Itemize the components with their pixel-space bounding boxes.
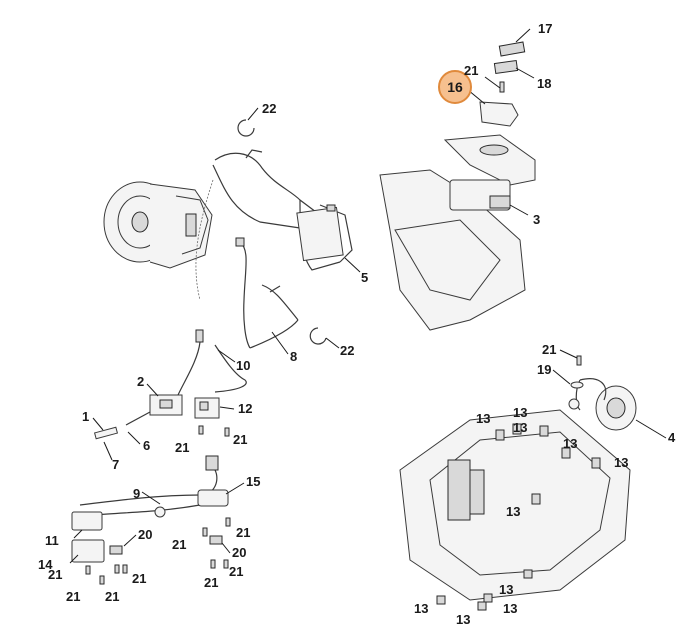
- callout-13-a: 13: [513, 405, 527, 420]
- callout-21-c: 21: [233, 432, 247, 447]
- callout-15: 15: [246, 474, 260, 489]
- callout-labels: 17 18 21 3 22 5 22 8 10 2 1 12 6 21 21 7…: [38, 21, 676, 627]
- callout-13-f: 13: [506, 504, 520, 519]
- callout-21-l: 21: [542, 342, 556, 357]
- callout-13-i: 13: [503, 601, 517, 616]
- leader-lines: [69, 28, 667, 564]
- callout-21-h: 21: [132, 571, 146, 586]
- motor-housing-drawing: [103, 181, 213, 269]
- callout-20-b: 20: [232, 545, 246, 560]
- callout-13-g: 13: [499, 582, 513, 597]
- callout-1: 1: [82, 409, 89, 424]
- wiring-harness-8: [235, 237, 299, 349]
- cover-assembly-top-right: [379, 41, 536, 331]
- callout-12: 12: [238, 401, 252, 416]
- callout-17: 17: [538, 21, 552, 36]
- callout-5: 5: [361, 270, 368, 285]
- callout-22-lower: 22: [340, 343, 354, 358]
- callout-22: 22: [262, 101, 276, 116]
- callout-19: 19: [537, 362, 551, 377]
- wiring-harness-5: [195, 149, 353, 301]
- callout-4: 4: [668, 430, 676, 445]
- callout-3: 3: [533, 212, 540, 227]
- callout-6: 6: [143, 438, 150, 453]
- callout-21-i: 21: [204, 575, 218, 590]
- callout-13-c: 13: [513, 420, 527, 435]
- cable-10-and-switch-2: [93, 329, 247, 440]
- callout-13-h: 13: [414, 601, 428, 616]
- callout-21-d: 21: [236, 525, 250, 540]
- callout-21-f: 21: [229, 564, 243, 579]
- callout-20: 20: [138, 527, 152, 542]
- callout-21-e: 21: [172, 537, 186, 552]
- callout-2: 2: [137, 374, 144, 389]
- callout-16[interactable]: 16: [447, 79, 463, 95]
- callout-21: 21: [464, 63, 478, 78]
- callout-21-b: 21: [175, 440, 189, 455]
- retaining-rings-22: [237, 119, 327, 345]
- chassis-base-bottom-right: [399, 355, 637, 611]
- highlighted-part-marker[interactable]: 16: [438, 70, 472, 104]
- callout-11: 11: [45, 533, 59, 548]
- callout-9: 9: [133, 486, 140, 501]
- callout-13-b: 13: [476, 411, 490, 426]
- callout-14: 14: [38, 557, 53, 572]
- callout-13-e: 13: [614, 455, 628, 470]
- callout-13-j: 13: [456, 612, 470, 627]
- cable-9: [71, 455, 229, 563]
- callout-10: 10: [236, 358, 250, 373]
- callout-21-g: 21: [48, 567, 62, 582]
- callout-7: 7: [112, 457, 119, 472]
- callout-18: 18: [537, 76, 551, 91]
- callout-8: 8: [290, 349, 297, 364]
- callout-13-d: 13: [563, 436, 577, 451]
- callout-21-j: 21: [66, 589, 80, 604]
- highlight-circle[interactable]: [438, 70, 472, 104]
- screws-left: [85, 425, 231, 585]
- callout-21-k: 21: [105, 589, 119, 604]
